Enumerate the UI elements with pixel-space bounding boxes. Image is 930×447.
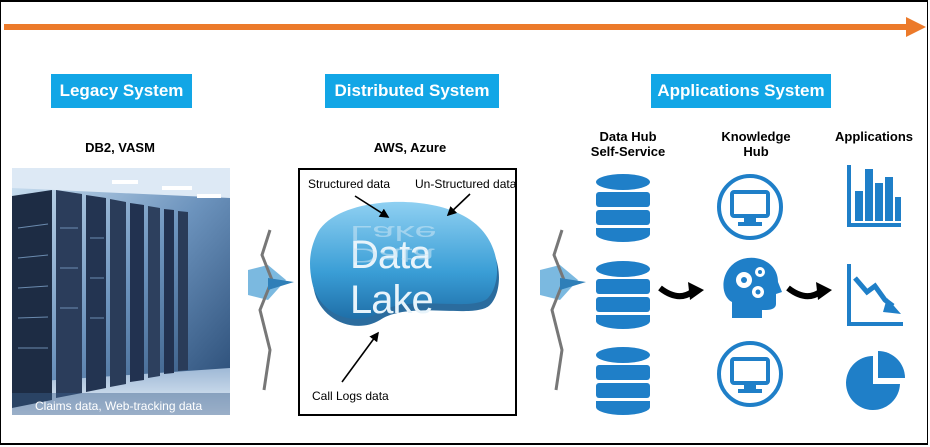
monitor-icon <box>717 341 783 407</box>
distributed-subtitle: AWS, Azure <box>373 140 447 155</box>
flow-arrow-1 <box>658 282 704 300</box>
transition-arrow-left <box>248 229 294 391</box>
legacy-subtitle: DB2, VASM <box>85 140 155 155</box>
data-lake-title: Data Lake <box>350 233 434 322</box>
bar-chart-icon <box>847 165 901 227</box>
call-logs-data-label: Call Logs data <box>312 389 389 403</box>
legacy-data-caption: Claims data, Web-tracking data <box>35 399 203 413</box>
data-lake-box: Data Lake Data Lake Structured data Un-S… <box>298 168 517 416</box>
server-room-image <box>12 168 230 415</box>
data-hub-label: Data Hub Self-Service <box>590 129 666 159</box>
monitor-icon <box>717 174 783 240</box>
structured-data-label: Structured data <box>308 177 391 191</box>
timeline-arrow <box>4 17 926 37</box>
pie-chart-icon <box>846 351 905 410</box>
database-icon <box>596 347 650 415</box>
data-lake-shape <box>310 201 499 326</box>
applications-system-heading: Applications System <box>651 74 831 108</box>
declining-chart-icon <box>847 264 903 326</box>
database-icon <box>596 261 650 329</box>
transition-arrow-right <box>540 229 586 391</box>
knowledge-hub-label: Knowledge Hub <box>721 129 791 159</box>
database-icon <box>596 174 650 242</box>
applications-label: Applications <box>834 129 913 144</box>
distributed-system-heading: Distributed System <box>325 74 499 108</box>
legacy-system-heading: Legacy System <box>51 74 192 108</box>
flow-arrow-2 <box>786 282 832 300</box>
label-pointers <box>341 193 471 383</box>
brain-gears-icon <box>723 257 782 318</box>
unstructured-data-label: Un-Structured data <box>415 177 517 191</box>
